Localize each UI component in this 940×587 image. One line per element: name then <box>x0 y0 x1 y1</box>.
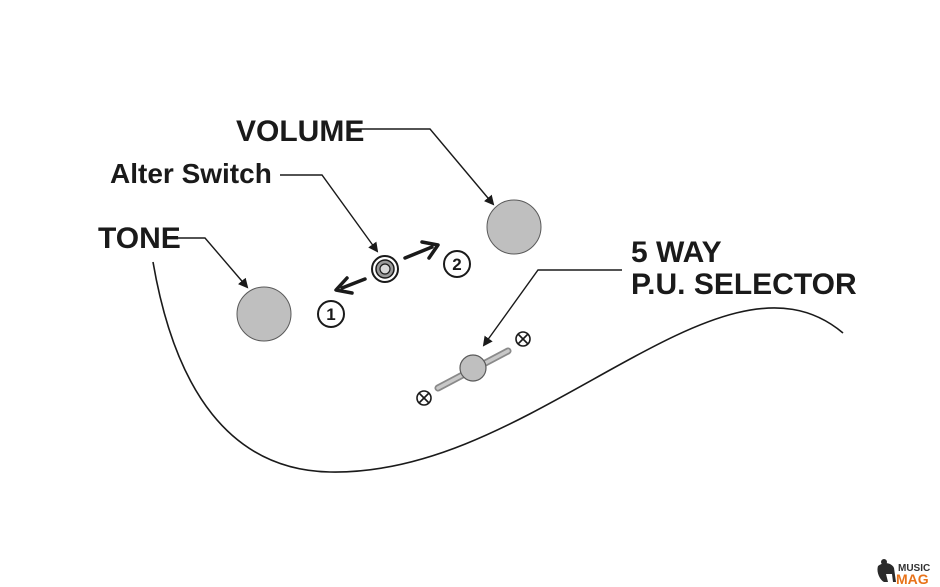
alter-switch-leader-line <box>280 174 379 253</box>
watermark-line1: MUSIC <box>898 563 930 574</box>
watermark-line2: MAG <box>896 571 929 587</box>
position-1-badge: 1 <box>317 300 345 328</box>
musicmag-watermark: MUSIC MAG <box>877 559 930 587</box>
alter-switch[interactable] <box>371 255 399 283</box>
pickup-selector-switch[interactable] <box>434 347 512 392</box>
mounting-screw-icon <box>515 331 531 347</box>
volume-knob[interactable] <box>486 199 542 255</box>
selector-label-line2: P.U. SELECTOR <box>631 268 857 301</box>
alter-switch-label: Alter Switch <box>110 158 272 189</box>
mounting-screw-icon <box>416 390 432 406</box>
selector-leader-line <box>482 269 622 347</box>
position-2-arrow <box>403 240 440 260</box>
selector-tip[interactable] <box>459 354 487 382</box>
position-1-arrow <box>334 276 367 295</box>
volume-leader-line <box>350 128 495 206</box>
guitar-body-outline <box>152 261 844 473</box>
position-2-number: 2 <box>452 255 461 274</box>
tone-label: TONE <box>98 222 181 255</box>
position-1-number: 1 <box>326 305 335 324</box>
guitarist-silhouette-icon <box>877 563 896 582</box>
volume-label: VOLUME <box>236 115 364 148</box>
tone-leader-line <box>172 237 249 289</box>
position-2-badge: 2 <box>443 250 471 278</box>
selector-label-line1: 5 WAY <box>631 236 722 269</box>
tone-knob[interactable] <box>236 286 292 342</box>
